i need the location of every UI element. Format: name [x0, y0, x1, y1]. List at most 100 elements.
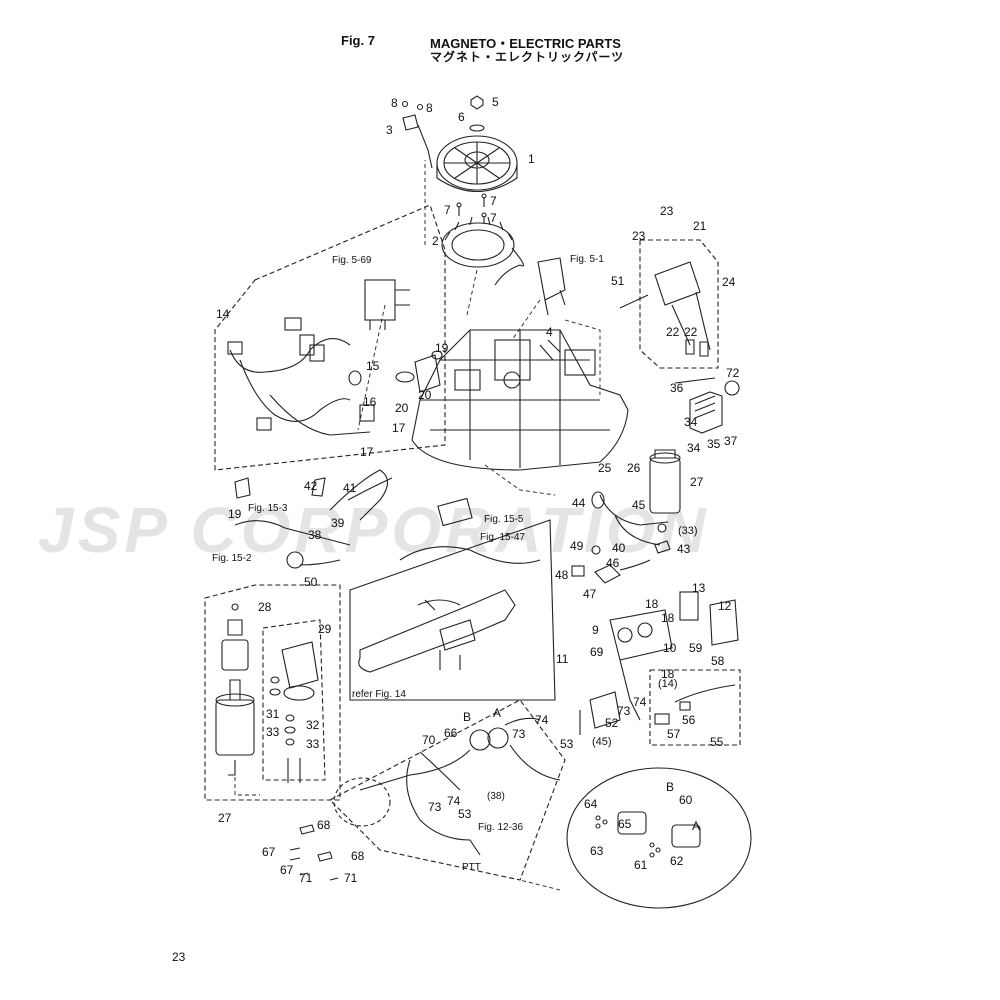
callout-c74a: 74	[535, 713, 549, 727]
trim-group-outline	[329, 699, 566, 881]
callout-c26: 26	[627, 461, 641, 475]
ref-paren-45: (45)	[592, 736, 612, 748]
callout-c31: 31	[266, 707, 280, 721]
battery-cable-part	[591, 491, 671, 554]
callout-c23b: 23	[632, 229, 646, 243]
ref-fig-15-5: Fig. 15-5	[484, 514, 524, 525]
flywheel-part	[436, 135, 518, 193]
ref-fig-15-3: Fig. 15-3	[248, 503, 288, 514]
bracket-part	[401, 100, 433, 169]
callout-c69: 69	[590, 645, 604, 659]
callout-c60: 60	[679, 793, 693, 807]
engine-power-unit	[411, 329, 629, 471]
wire-harness-part	[227, 317, 375, 436]
harness-55-outline	[649, 669, 741, 746]
ref-refer-fig-14: refer Fig. 14	[352, 689, 406, 700]
callout-c47: 47	[583, 587, 597, 601]
callout-c13: 13	[692, 581, 706, 595]
callout-c7b: 7	[490, 194, 497, 208]
relay-part	[364, 279, 410, 330]
callout-c71a: 71	[299, 871, 313, 885]
callout-c68a: 68	[317, 818, 331, 832]
callout-c4: 4	[546, 325, 553, 339]
starter-group-outline	[204, 584, 341, 801]
callout-c53b: 53	[458, 807, 472, 821]
ref-fig-15-2: Fig. 15-2	[212, 553, 252, 564]
callout-c18a: 18	[645, 597, 659, 611]
callout-c49: 49	[570, 539, 584, 553]
callout-c29: 29	[318, 622, 332, 636]
callout-c46: 46	[606, 556, 620, 570]
callout-c48: 48	[555, 568, 569, 582]
callout-c58: 58	[711, 654, 725, 668]
callout-c38: 38	[308, 528, 322, 542]
pin-detail-circle	[333, 777, 391, 827]
callout-c51: 51	[611, 274, 625, 288]
figure-number: Fig. 7	[341, 33, 375, 48]
ref-fig-15-47: Fig. 15-47	[480, 532, 525, 543]
callout-c32: 32	[306, 718, 320, 732]
callout-c22a: 22	[666, 325, 680, 339]
callout-c70: 70	[422, 733, 436, 747]
fuse-holder-part	[395, 350, 443, 393]
callout-c36: 36	[670, 381, 684, 395]
callout-c19b: 19	[228, 507, 242, 521]
callout-c17b: 17	[360, 445, 374, 459]
callout-c9: 9	[592, 623, 599, 637]
callout-c33b: 33	[306, 737, 320, 751]
switch-box-part	[609, 591, 739, 721]
callout-c50: 50	[304, 575, 318, 589]
callout-c34b: 34	[687, 441, 701, 455]
callout-c73a: 73	[512, 727, 526, 741]
callout-cB1: B	[463, 710, 471, 724]
callout-c65: 65	[618, 817, 632, 831]
callout-c63: 63	[590, 844, 604, 858]
ref-paren-33: (33)	[678, 525, 698, 537]
callout-c7a: 7	[444, 203, 451, 217]
callout-c45: 45	[632, 498, 646, 512]
neutral-switch-part	[571, 545, 651, 584]
callout-c43: 43	[677, 542, 691, 556]
callout-c56: 56	[682, 713, 696, 727]
tiller-handle-part	[358, 497, 541, 673]
callout-c68b: 68	[351, 849, 365, 863]
starter-motor-exploded	[215, 603, 255, 776]
callout-c35: 35	[707, 437, 721, 451]
callout-c5: 5	[492, 95, 499, 109]
callout-c44: 44	[572, 496, 586, 510]
callout-c61: 61	[634, 858, 648, 872]
starter-motor-part	[649, 449, 681, 514]
callout-c7c: 7	[490, 211, 497, 225]
callout-c64: 64	[584, 797, 598, 811]
callout-c67b: 67	[280, 863, 294, 877]
ref-paren-38: (38)	[487, 791, 505, 802]
harness-group-outline	[214, 204, 446, 471]
terminal-pins-part	[289, 824, 339, 881]
wire-39-part	[329, 469, 393, 521]
page-number: 23	[172, 950, 186, 964]
callout-c3: 3	[386, 123, 393, 137]
callout-cB2: B	[666, 780, 674, 794]
screws-7	[456, 193, 487, 224]
brush-group-outline	[262, 619, 326, 781]
trim-relay-part	[359, 691, 621, 791]
callout-c25: 25	[598, 461, 612, 475]
ignition-group-outline	[639, 239, 719, 369]
dashed-leaders	[234, 160, 601, 891]
callout-c33a: 33	[266, 725, 280, 739]
callout-c18b: 18	[661, 611, 675, 625]
ignition-coil-assembly	[619, 261, 711, 357]
callout-c15: 15	[366, 359, 380, 373]
page-title-japanese: マグネト・エレクトリックパーツ	[430, 50, 625, 64]
callout-c21: 21	[693, 219, 707, 233]
callout-c42: 42	[304, 479, 318, 493]
callout-c20b: 20	[418, 388, 432, 402]
ref-fig-5-1: Fig. 5-1	[570, 254, 604, 265]
callout-c53a: 53	[560, 737, 574, 751]
callout-c17a: 17	[392, 421, 406, 435]
callout-c14: 14	[216, 307, 230, 321]
page-title: MAGNETO・ELECTRIC PARTS	[430, 36, 621, 51]
callout-cA1: A	[493, 706, 501, 720]
callout-c71b: 71	[344, 871, 358, 885]
